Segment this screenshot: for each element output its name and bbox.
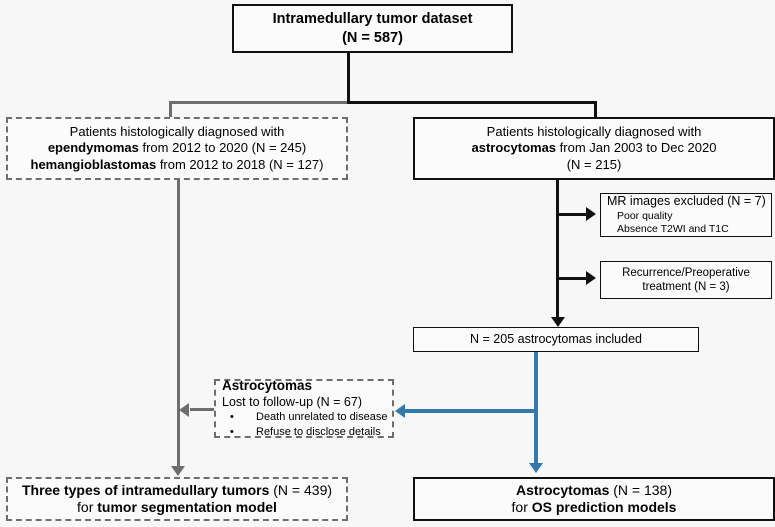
bullet-dot-icon: • <box>230 411 234 424</box>
node-right-cohort: Patients histologically diagnosed with a… <box>413 117 775 180</box>
connector-lost-to-spine <box>190 408 215 411</box>
node-included-line1: N = 205 astrocytomas included <box>470 331 642 346</box>
node-final-right: Astrocytomas (N = 138) for OS prediction… <box>413 477 775 521</box>
node-final-right-line2-pre: for <box>511 499 532 515</box>
node-excluded-recurrence-line1: Recurrence/Preoperative <box>622 266 750 279</box>
connector-blue-horizontal <box>405 409 535 413</box>
arrow-to-mr-excluded <box>586 207 596 221</box>
node-left-cohort-line3-bold: hemangioblastomas <box>30 156 157 172</box>
connector-split-left <box>169 101 349 104</box>
arrow-blue-down <box>529 463 543 473</box>
node-root-line1: Intramedullary tumor dataset <box>272 11 473 28</box>
node-root-line2: (N = 587) <box>342 29 403 46</box>
bullet-dot-icon: • <box>230 425 234 438</box>
node-lost-followup-bullet-0: • Death unrelated to disease <box>230 410 392 424</box>
node-final-right-line1: Astrocytomas (N = 138) <box>516 482 672 500</box>
node-right-cohort-line3: (N = 215) <box>566 156 622 172</box>
arrow-to-recurrence-excluded <box>586 271 596 285</box>
node-included: N = 205 astrocytomas included <box>413 327 699 352</box>
node-left-cohort-line3-rest: from 2012 to 2018 (N = 127) <box>156 156 324 172</box>
node-lost-followup-bullets: • Death unrelated to disease • Refuse to d… <box>222 410 392 439</box>
node-left-cohort-line1: Patients histologically diagnosed with <box>69 124 285 140</box>
arrow-blue-left <box>395 404 405 418</box>
node-final-right-line2-bold: OS prediction models <box>531 499 677 515</box>
node-left-cohort-line2-rest: from 2012 to 2020 (N = 245) <box>138 140 307 156</box>
node-final-right-line2: for OS prediction models <box>512 499 677 517</box>
node-left-cohort-line3: hemangioblastomas from 2012 to 2018 (N =… <box>31 157 324 173</box>
connector-to-recurrence-excluded <box>556 277 588 280</box>
node-right-cohort-line1: Patients histologically diagnosed with <box>486 124 702 140</box>
node-root: Intramedullary tumor dataset (N = 587) <box>232 4 513 53</box>
node-excluded-mr-heading: MR images excluded (N = 7) <box>607 194 766 209</box>
node-excluded-mr-item-1: Absence T2WI and T1C <box>617 222 729 235</box>
node-excluded-recurrence-line2: treatment (N = 3) <box>642 281 730 293</box>
node-right-cohort-line2-rest: from Jan 2003 to Dec 2020 <box>556 140 717 156</box>
node-lost-followup-item-0: Death unrelated to disease <box>256 411 388 424</box>
node-right-cohort-line2-bold: astrocytomas <box>471 140 557 156</box>
connector-right-drop <box>594 101 597 118</box>
node-left-cohort-line2: ependymomas from 2012 to 2020 (N = 245) <box>48 140 306 156</box>
arrow-right-spine-down <box>551 317 565 327</box>
node-final-left-line1-rest: (N = 439) <box>269 481 333 498</box>
arrow-lost-to-spine <box>179 403 189 417</box>
connector-split-right <box>347 101 597 104</box>
node-final-right-line1-rest: (N = 138) <box>609 481 672 498</box>
node-lost-followup: Astrocytomas Lost to follow-up (N = 67) … <box>214 377 394 439</box>
node-final-left-line2: for tumor segmentation model <box>77 499 277 517</box>
connector-blue-vertical <box>534 352 538 467</box>
connector-left-spine <box>177 180 180 470</box>
connector-left-drop <box>169 101 172 118</box>
node-lost-followup-subheading: Lost to follow-up (N = 67) <box>222 394 362 409</box>
node-final-right-line1-bold: Astrocytomas <box>515 481 610 498</box>
node-excluded-recurrence: Recurrence/Preoperative treatment (N = 3… <box>600 261 772 299</box>
connector-to-mr-excluded <box>556 213 588 216</box>
connector-root-stem <box>347 53 350 103</box>
node-final-left: Three types of intramedullary tumors (N … <box>6 477 348 521</box>
arrow-left-spine-down <box>171 466 185 476</box>
node-lost-followup-heading: Astrocytomas <box>222 377 313 393</box>
node-final-left-line1-bold: Three types of intramedullary tumors <box>21 481 270 498</box>
node-right-cohort-line2: astrocytomas from Jan 2003 to Dec 2020 <box>472 140 717 156</box>
node-final-left-line2-bold: tumor segmentation model <box>97 499 277 515</box>
node-lost-followup-item-1: Refuse to disclose details <box>256 425 381 438</box>
node-final-left-line1: Three types of intramedullary tumors (N … <box>22 482 332 500</box>
node-lost-followup-bullet-1: • Refuse to disclose details <box>230 425 392 439</box>
node-left-cohort: Patients histologically diagnosed with e… <box>6 117 348 180</box>
node-final-left-line2-pre: for <box>77 499 98 515</box>
node-left-cohort-line2-bold: ependymomas <box>47 140 139 156</box>
connector-right-spine <box>556 180 559 320</box>
node-excluded-mr: MR images excluded (N = 7) Poor quality … <box>600 193 772 237</box>
node-excluded-mr-item-0: Poor quality <box>617 209 673 222</box>
